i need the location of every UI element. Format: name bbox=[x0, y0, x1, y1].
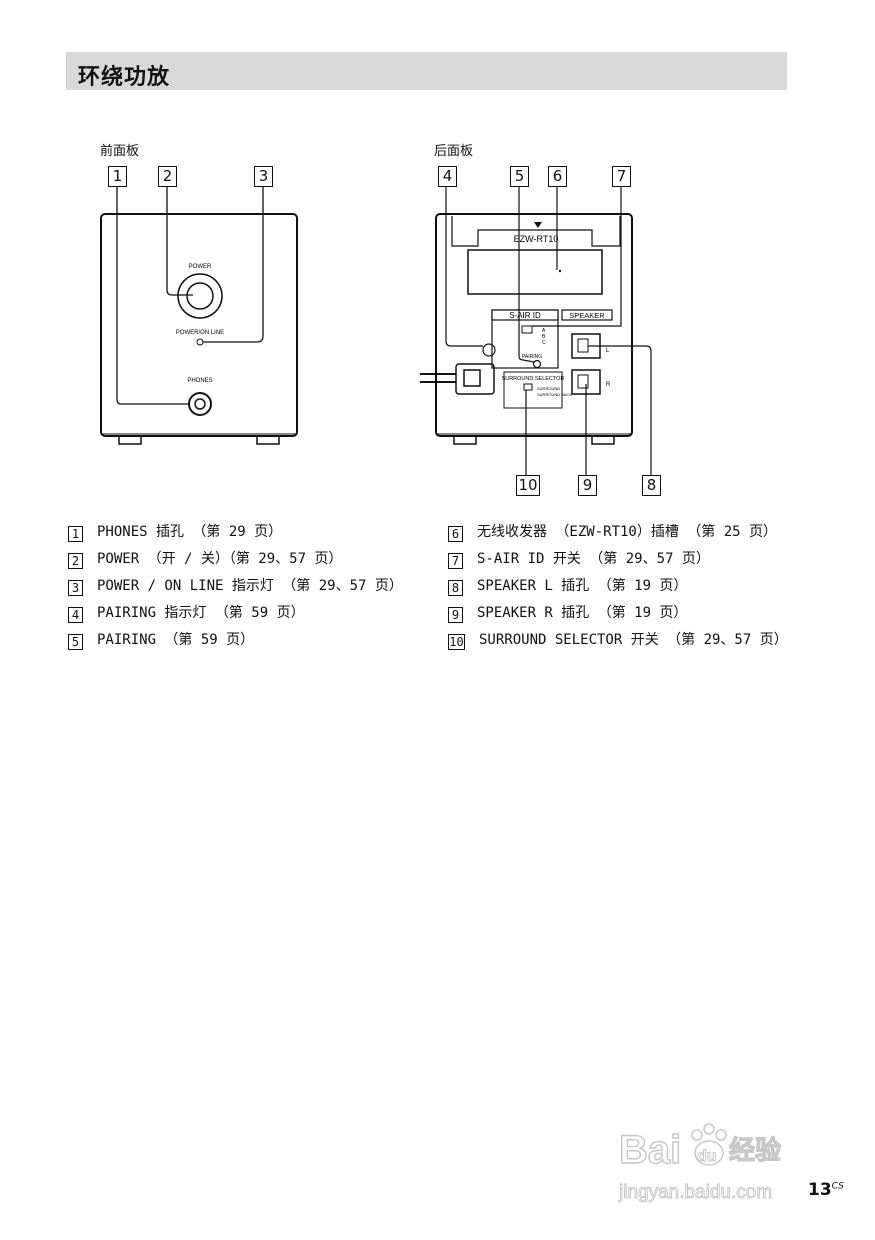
callout-9: 9 bbox=[578, 475, 597, 496]
pairing-button bbox=[532, 359, 542, 369]
svg-text:du: du bbox=[697, 1148, 717, 1165]
rear-panel-diagram: EZW-RT10 S-AIR ID A B C PAIRING SPEAKER … bbox=[420, 186, 652, 475]
page-title: 环绕功放 bbox=[78, 65, 171, 90]
sair-id-switch bbox=[521, 325, 533, 334]
svg-text:Bai: Bai bbox=[619, 1128, 681, 1172]
phones-jack-outer bbox=[188, 392, 212, 416]
paw-icon bbox=[691, 1123, 727, 1168]
power-indicator bbox=[196, 338, 204, 346]
callout-8: 8 bbox=[642, 475, 661, 496]
transceiver-slot bbox=[467, 249, 603, 295]
power-label: POWER bbox=[189, 264, 212, 270]
svg-text:C: C bbox=[542, 340, 546, 346]
surround-selector-label: SURROUND SELECTOR bbox=[502, 376, 565, 382]
rear-panel-label: 后面板 bbox=[434, 144, 474, 159]
speaker-label: SPEAKER bbox=[569, 311, 605, 320]
callout-1: 1 bbox=[108, 166, 127, 187]
power-knob-outer bbox=[177, 273, 223, 319]
pairing-indicator bbox=[482, 343, 496, 357]
callout-4: 4 bbox=[438, 166, 457, 187]
surround-selector-panel bbox=[503, 371, 563, 409]
svg-text:SURROUND BACK: SURROUND BACK bbox=[537, 392, 572, 397]
rear-foot-left bbox=[453, 435, 477, 445]
front-body bbox=[100, 213, 298, 437]
front-panel-diagram: POWER POWER/ON LINE PHONES bbox=[100, 186, 298, 445]
cable bbox=[420, 373, 456, 383]
callout-3: 3 bbox=[254, 166, 273, 187]
phones-jack-inner bbox=[194, 398, 206, 410]
svg-text:R: R bbox=[606, 382, 611, 388]
front-foot-left bbox=[118, 435, 142, 445]
callout-2: 2 bbox=[158, 166, 177, 187]
callout-7: 7 bbox=[612, 166, 631, 187]
svg-text:A: A bbox=[542, 328, 546, 334]
slot-label: EZW-RT10 bbox=[514, 234, 559, 244]
surround-selector-switch bbox=[523, 383, 533, 391]
svg-text:jingyan.baidu.com: jingyan.baidu.com bbox=[618, 1182, 772, 1203]
svg-text:B: B bbox=[542, 334, 546, 340]
callout-5: 5 bbox=[510, 166, 529, 187]
callout-6: 6 bbox=[548, 166, 567, 187]
section-title-bar: 环绕功放 bbox=[66, 52, 787, 90]
rear-foot-right bbox=[591, 435, 615, 445]
svg-text:L: L bbox=[606, 348, 610, 354]
page-number: 13CS bbox=[808, 1180, 844, 1200]
svg-text:SURROUND: SURROUND bbox=[537, 386, 560, 391]
phones-label: PHONES bbox=[187, 378, 212, 384]
pairing-label: PAIRING bbox=[522, 354, 542, 360]
baidu-watermark: Bai du 经验 jingyan.baidu.com bbox=[618, 1123, 782, 1204]
front-panel-label: 前面板 bbox=[100, 144, 140, 159]
front-foot-right bbox=[256, 435, 280, 445]
sair-id-label: S-AIR ID bbox=[509, 311, 541, 320]
power-on-line-label: POWER/ON LINE bbox=[176, 330, 224, 336]
svg-text:经验: 经验 bbox=[729, 1135, 781, 1166]
power-knob-inner bbox=[186, 282, 214, 310]
callout-10: 10 bbox=[516, 475, 540, 496]
cable-connector bbox=[455, 363, 495, 395]
rear-body bbox=[435, 213, 633, 437]
